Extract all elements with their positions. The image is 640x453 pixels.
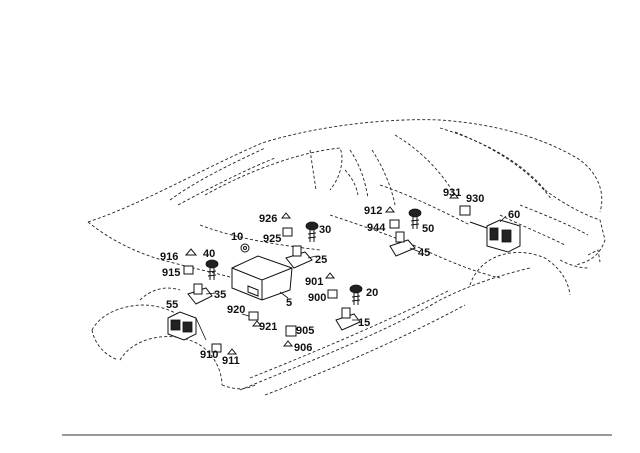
front-sensor-block [167,311,197,341]
label-912: 912 [364,205,382,217]
sensor-25 [285,245,313,269]
label-915: 915 [162,267,180,279]
screw-40 [205,259,219,280]
label-944: 944 [367,222,386,234]
clip-916 [184,248,198,256]
label-921: 921 [259,321,277,333]
sensor-15 [335,307,361,331]
clip-906 [282,340,294,347]
clip-944 [389,219,400,229]
screw-30 [305,221,319,242]
label-60: 60 [508,209,520,221]
screw-50 [408,208,422,229]
clip-926 [280,212,292,219]
label-900: 900 [308,292,326,304]
callout-labels: 5 10 15 20 25 30 35 40 45 50 55 60 900 9… [160,187,520,367]
label-40: 40 [203,248,215,260]
label-930: 930 [466,193,484,205]
clip-901 [324,272,336,279]
clip-920 [248,311,259,321]
label-911: 911 [222,355,240,367]
clip-910 [211,343,222,353]
sensor-45 [389,231,416,257]
screw-20 [349,284,363,305]
label-916: 916 [160,251,178,263]
label-15: 15 [358,317,370,329]
label-905: 905 [296,325,314,337]
rear-module [469,219,521,253]
clip-925 [282,227,293,237]
clip-915 [183,265,194,275]
label-20: 20 [366,287,378,299]
label-25: 25 [315,254,327,266]
label-920: 920 [227,304,245,316]
label-926: 926 [259,213,277,225]
label-906: 906 [294,342,312,354]
washer-10 [240,243,250,253]
label-931: 931 [443,187,461,199]
clip-921 [251,320,263,327]
clip-905 [285,325,297,337]
sensor-35 [187,283,213,305]
label-901: 901 [305,276,323,288]
clip-912 [384,206,396,213]
label-45: 45 [418,247,430,259]
clip-900 [327,289,338,299]
label-30: 30 [319,224,331,236]
control-unit [231,255,293,301]
label-910: 910 [200,349,218,361]
label-35: 35 [214,289,226,301]
clip-911 [226,348,238,355]
label-55: 55 [166,299,178,311]
label-925: 925 [263,233,281,245]
car-body-outline [87,119,606,396]
label-50: 50 [422,223,434,235]
clip-931 [448,192,460,199]
label-10: 10 [231,231,243,243]
leader-lines [195,215,507,341]
clip-930 [459,205,471,216]
label-5: 5 [286,297,292,309]
